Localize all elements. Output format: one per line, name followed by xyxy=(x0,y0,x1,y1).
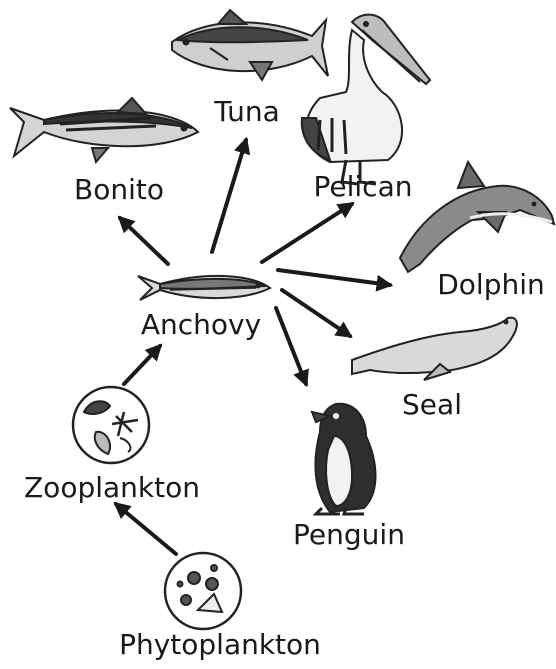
arrow-anchovy-to-bonito xyxy=(120,218,168,264)
label-bonito: Bonito xyxy=(74,173,164,206)
label-penguin: Penguin xyxy=(293,518,405,551)
arrow-anchovy-to-penguin xyxy=(276,308,306,384)
arrow-phytoplankton-to-zooplankton xyxy=(116,504,176,554)
penguin-illustration xyxy=(312,404,376,514)
label-zooplankton: Zooplankton xyxy=(24,471,200,504)
seal-illustration xyxy=(352,318,517,380)
dolphin-illustration xyxy=(400,162,554,272)
arrow-zooplankton-to-anchovy xyxy=(124,346,160,384)
arrow-anchovy-to-dolphin xyxy=(278,270,390,285)
label-seal: Seal xyxy=(402,388,462,421)
phytoplankton-illustration xyxy=(165,553,241,629)
label-dolphin: Dolphin xyxy=(437,268,545,301)
anchovy-illustration xyxy=(138,276,270,300)
bonito-illustration xyxy=(10,98,198,162)
label-phytoplankton: Phytoplankton xyxy=(119,628,321,661)
label-anchovy: Anchovy xyxy=(141,308,261,341)
zooplankton-illustration xyxy=(73,387,149,463)
label-tuna: Tuna xyxy=(213,95,280,128)
arrow-anchovy-to-seal xyxy=(282,290,350,336)
label-pelican: Pelican xyxy=(314,170,413,203)
tuna-illustration xyxy=(172,10,328,80)
arrow-anchovy-to-tuna xyxy=(212,140,246,252)
arrow-anchovy-to-pelican xyxy=(262,204,352,262)
